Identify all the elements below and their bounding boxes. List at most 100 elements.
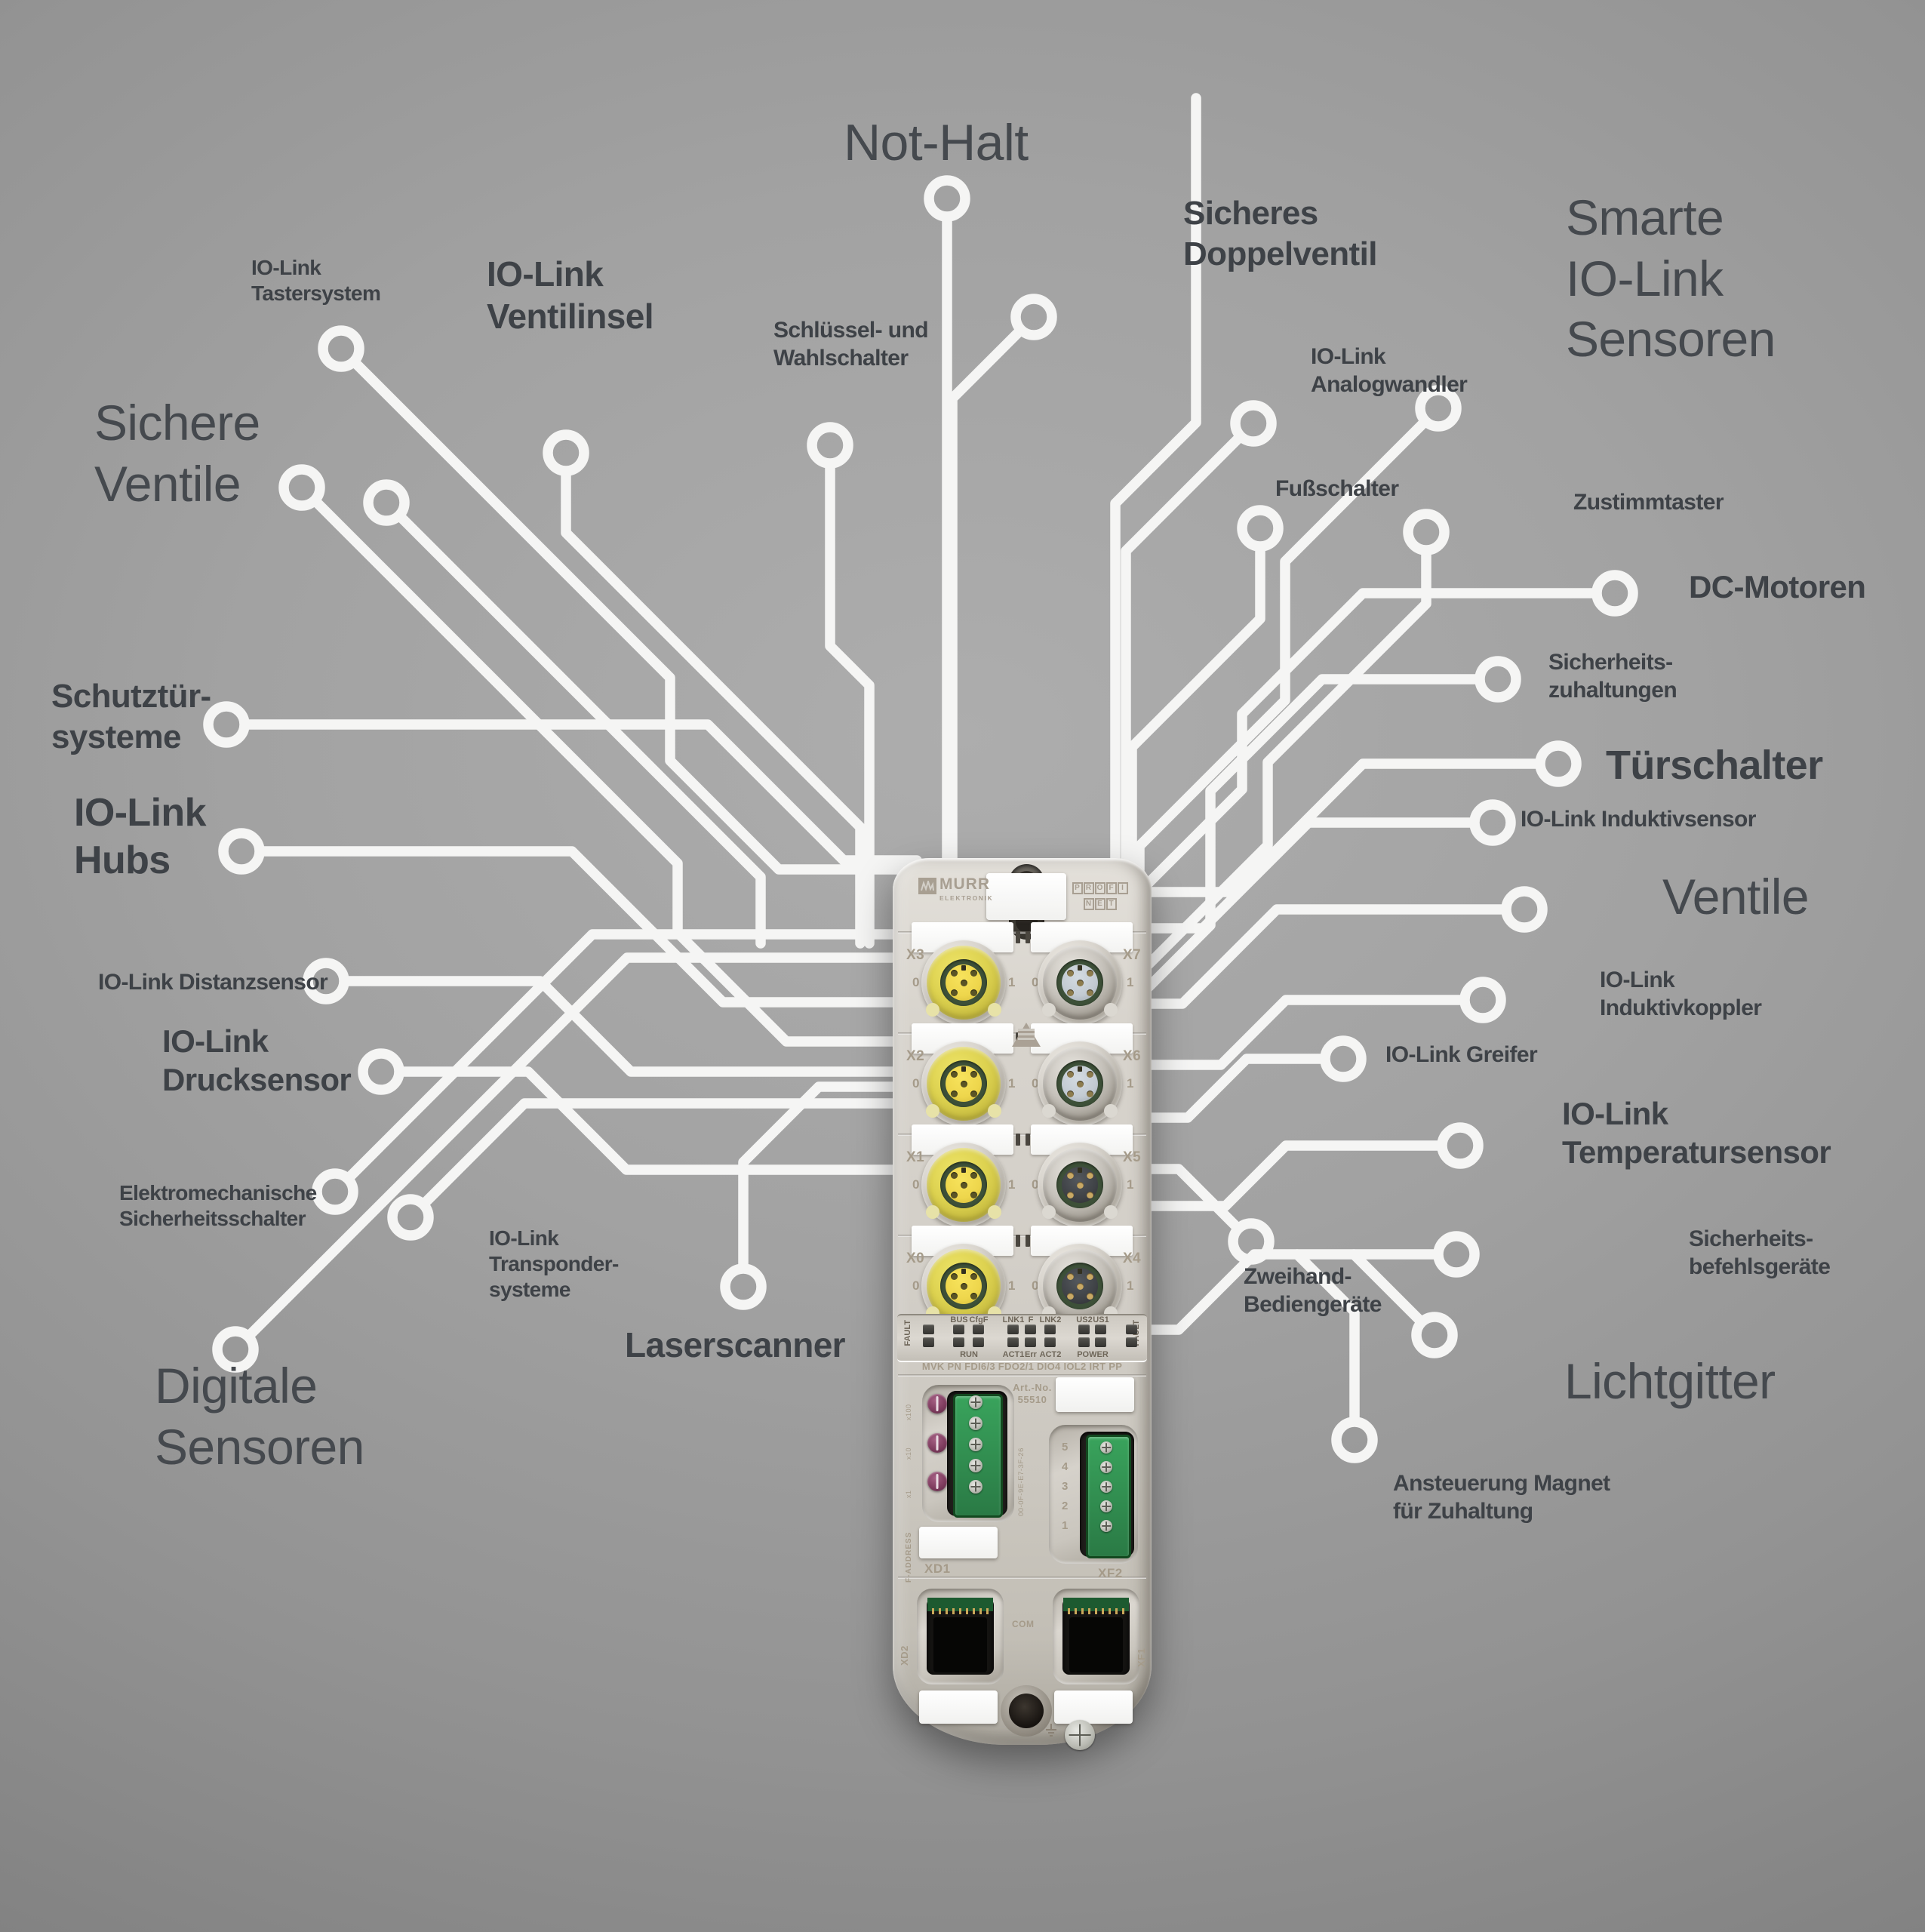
port-lug [926, 1003, 939, 1017]
label-line: Zweihand- [1244, 1264, 1352, 1289]
xf2-caption: XF2 [1098, 1566, 1123, 1580]
profinet-letter: E [1094, 898, 1105, 910]
label-line: Türschalter [1606, 743, 1823, 788]
led-label-top: LNK2 [1039, 1315, 1062, 1324]
port-pin [950, 969, 958, 977]
rotary-switch[interactable] [927, 1433, 947, 1453]
bottom-label-right [1054, 1690, 1133, 1724]
status-led [1025, 1324, 1036, 1334]
label-line: Analogwandler [1311, 371, 1468, 397]
status-led [1095, 1337, 1106, 1347]
xf2-terminal [1086, 1435, 1131, 1558]
peripheral-label-sicherheits-zuhaltungen: Sicherheits-zuhaltungen [1548, 649, 1677, 704]
port-keyway [961, 1066, 966, 1072]
port-zero-right: 0 [1032, 1076, 1039, 1091]
switch-multiplier-label: x10 [905, 1447, 912, 1460]
xd1-caption: XD1 [924, 1561, 951, 1576]
switch-multiplier-label: x1 [905, 1490, 912, 1498]
status-led [1095, 1324, 1106, 1334]
bottom-label-left [919, 1690, 998, 1724]
label-line: für Zuhaltung [1393, 1498, 1533, 1524]
port-id-left: X1 [906, 1149, 925, 1165]
status-led [1025, 1337, 1036, 1347]
port-id-left: X3 [906, 947, 925, 963]
status-led [1007, 1337, 1019, 1347]
port-keyway [961, 1269, 966, 1274]
port-pin [950, 989, 958, 996]
port-pin [1066, 1171, 1074, 1179]
label-line: Wahlschalter [773, 345, 909, 371]
label-line: Laserscanner [625, 1325, 846, 1364]
port-one-left: 1 [1008, 975, 1016, 989]
port-pin [970, 1191, 977, 1198]
port-zero-left: 0 [912, 975, 920, 989]
port-pin [950, 1090, 958, 1097]
rotary-switch[interactable] [927, 1394, 947, 1414]
label-line: befehlsgeräte [1689, 1254, 1831, 1279]
label-line: IO-Link [1311, 344, 1386, 369]
profinet-letter: N [1083, 898, 1094, 910]
terminal-screw [969, 1459, 982, 1472]
peripheral-label-lichtgitter: Lichtgitter [1564, 1351, 1776, 1412]
port-id-right: X7 [1123, 947, 1142, 963]
led-label-bottom: ACT1 [1002, 1350, 1025, 1359]
port-lug [1104, 1104, 1118, 1118]
port-zero-right: 0 [1032, 975, 1039, 989]
label-line: Sicherheits- [1548, 650, 1673, 675]
pin-number: 4 [1062, 1460, 1069, 1473]
mac-address: 00-0F-9E-E7-3F-26 [1017, 1447, 1026, 1516]
label-line: Transponder- [489, 1252, 619, 1276]
port-lug [988, 1104, 1001, 1118]
f-address-caption: F-ADDRESS [905, 1531, 913, 1583]
label-line: IO-Link [1562, 1096, 1668, 1131]
device-label-blank [1056, 1377, 1134, 1412]
peripheral-label-sicherheits-befehlsgeraete: Sicherheits-befehlsgeräte [1689, 1226, 1831, 1281]
port-pin [1066, 1272, 1074, 1280]
ground-symbol [1044, 1723, 1059, 1741]
xd2-ethernet-port[interactable] [917, 1589, 1004, 1684]
label-line: Sicherheits- [1689, 1226, 1813, 1251]
status-led [1126, 1337, 1137, 1347]
port-lug [988, 1003, 1001, 1017]
port-pin [1066, 1292, 1074, 1300]
profinet-letter: R [1083, 882, 1094, 894]
article-number-value: 55510 [1017, 1394, 1047, 1405]
port-one-left: 1 [1008, 1177, 1016, 1192]
ground-screw[interactable] [1065, 1720, 1095, 1750]
port-pin [970, 1171, 977, 1179]
port-keyway [1078, 1269, 1082, 1274]
port-one-right: 1 [1127, 1177, 1134, 1192]
rotary-switch[interactable] [927, 1472, 947, 1491]
peripheral-label-dc-motoren: DC-Motoren [1689, 568, 1866, 606]
status-led [923, 1337, 934, 1347]
terminal-screw [969, 1480, 982, 1494]
port-one-left: 1 [1008, 1278, 1016, 1293]
label-line: Fußschalter [1275, 476, 1399, 501]
pin-number: 2 [1062, 1500, 1069, 1512]
label-line: IO-Link Distanzsensor [98, 970, 328, 995]
port-pin [1086, 1292, 1093, 1300]
peripheral-label-io-link-greifer: IO-Link Greifer [1385, 1041, 1538, 1069]
label-line: Ventile [1662, 869, 1810, 924]
status-led [953, 1337, 964, 1347]
label-line: Lichtgitter [1564, 1353, 1776, 1409]
xf1-ethernet-port[interactable] [1053, 1589, 1139, 1684]
led-label-top: US1 [1093, 1315, 1109, 1324]
port-one-right: 1 [1127, 1076, 1134, 1091]
port-zero-right: 0 [1032, 1278, 1039, 1293]
label-line: Schutztür- [51, 678, 211, 715]
peripheral-label-io-link-induktivsensor: IO-Link Induktivsensor [1521, 806, 1756, 834]
status-led [1078, 1337, 1090, 1347]
port-pin [1066, 1090, 1074, 1097]
label-line: Sicheres [1183, 195, 1318, 232]
label-line: Drucksensor [162, 1062, 352, 1098]
terminal-screw [969, 1395, 982, 1409]
status-led [973, 1337, 984, 1347]
label-line: Zustimmtaster [1573, 490, 1724, 515]
